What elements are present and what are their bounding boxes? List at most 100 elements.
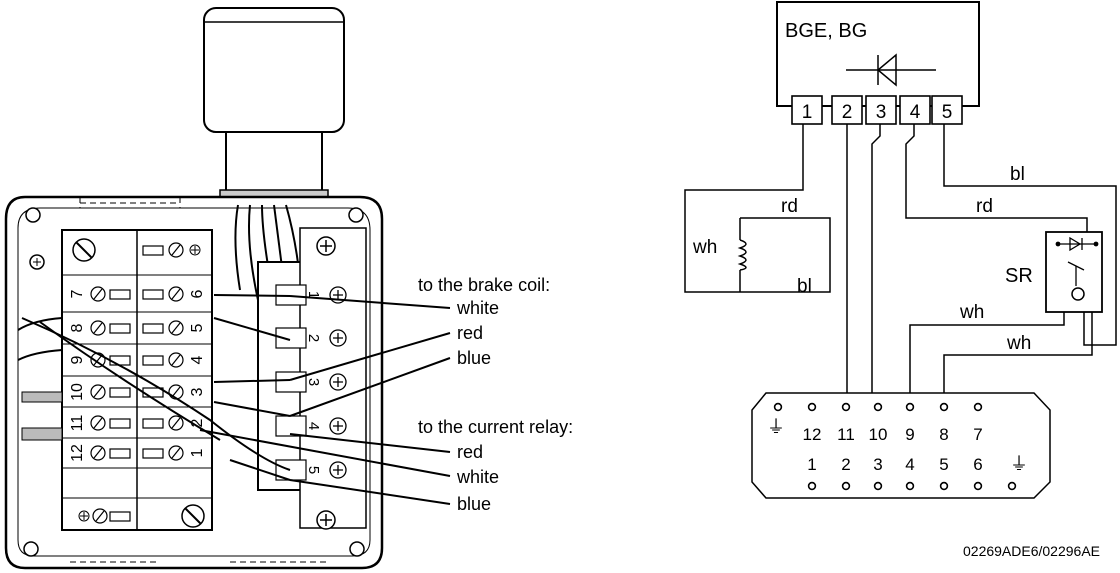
rectifier-terminal-label: 5 bbox=[942, 102, 953, 123]
relay-label: SR bbox=[1005, 265, 1033, 287]
schematic-wire-labels: bl rd rd wh bl wh wh bbox=[692, 164, 1031, 354]
ground-terminal-bottom bbox=[78, 508, 131, 524]
wire-label-rd-left: rd bbox=[781, 196, 798, 217]
plug-contact bbox=[973, 481, 983, 491]
rectifier-terminal-label: 2 bbox=[842, 102, 853, 123]
clamp-screw-slot bbox=[93, 354, 103, 366]
plug-contact bbox=[807, 402, 817, 412]
relay-white-label: white bbox=[456, 467, 499, 487]
plug-contact-label: 6 bbox=[973, 455, 982, 474]
plug-contact bbox=[939, 402, 949, 412]
plug-contact-ground bbox=[1007, 481, 1017, 491]
clamp-screw-slot bbox=[93, 288, 103, 300]
wire-label-bl-coil: bl bbox=[797, 276, 812, 297]
terminal-right-label: 2 bbox=[189, 418, 206, 427]
brake-coil-heading: to the brake coil: bbox=[418, 275, 550, 295]
ground-symbol-right: ⏚ bbox=[1010, 454, 1028, 474]
clamp-screw-slot bbox=[171, 322, 181, 334]
plug-contact-label: 4 bbox=[905, 455, 914, 474]
rectifier-terminal bbox=[791, 95, 823, 125]
connector-pin-screw-cross bbox=[333, 465, 343, 475]
plug-contact-label: 1 bbox=[807, 455, 816, 474]
clamp-slot bbox=[109, 418, 131, 429]
plug-contact bbox=[905, 402, 915, 412]
clamp-slot bbox=[142, 323, 164, 334]
rectifier-terminal bbox=[899, 95, 931, 125]
plug-contact bbox=[841, 481, 851, 491]
connector-pin-label: 2 bbox=[305, 334, 322, 342]
cable-gland bbox=[203, 7, 345, 203]
clamp-slot bbox=[109, 355, 131, 366]
rectifier-box: BGE, BG bbox=[776, 1, 980, 107]
side-ground-screw bbox=[29, 254, 45, 270]
brake-coil bbox=[737, 239, 747, 271]
plug-contact bbox=[873, 402, 883, 412]
clamp-screw-slot bbox=[171, 447, 181, 459]
rectifier-label: BGE, BG bbox=[785, 20, 867, 42]
plug-contact bbox=[973, 402, 983, 412]
brake-white-label: white bbox=[456, 298, 499, 318]
connector-pin-label: 3 bbox=[305, 378, 322, 386]
clamp-screw-slot bbox=[171, 288, 181, 300]
terminal-left-label: 12 bbox=[69, 444, 86, 462]
wire-label-wh-coil: wh bbox=[692, 237, 717, 258]
connector-pin-slot bbox=[275, 327, 307, 349]
clamp-screw-slot bbox=[93, 386, 103, 398]
current-relay: SR bbox=[1005, 231, 1103, 313]
wire-label-rd-right: rd bbox=[976, 196, 993, 217]
figure-code: 02269ADE6/02296AE bbox=[963, 543, 1100, 559]
left-side-wires bbox=[17, 317, 63, 441]
clamp-slot bbox=[109, 323, 131, 334]
plug-contact-label: 7 bbox=[973, 425, 982, 444]
clamp-slot bbox=[109, 289, 131, 300]
plug-contact-ground bbox=[773, 402, 783, 412]
terminal-left-label: 9 bbox=[69, 355, 86, 364]
plug-contact-label: 12 bbox=[803, 425, 822, 444]
callout-text: to the brake coil: white red blue to the… bbox=[418, 275, 573, 514]
connector-pin-screw-cross bbox=[333, 290, 343, 300]
connector-pin-slot bbox=[275, 371, 307, 393]
schematic-wires bbox=[684, 124, 1117, 400]
rectifier-terminal bbox=[865, 95, 897, 125]
rectifier-terminal bbox=[931, 95, 963, 125]
connector-pin-screw-cross bbox=[333, 333, 343, 343]
connector-pin-slot bbox=[275, 415, 307, 437]
clamp-screw-slot bbox=[93, 447, 103, 459]
wire-label-bl-top: bl bbox=[1010, 164, 1025, 185]
terminal-left-label: 7 bbox=[69, 289, 86, 298]
wire-label-wh-upper: wh bbox=[959, 302, 984, 323]
clamp-screw-slot bbox=[171, 354, 181, 366]
rectifier-terminal-label: 3 bbox=[876, 102, 887, 123]
plug-contact bbox=[841, 402, 851, 412]
terminal-right-label: 6 bbox=[189, 289, 206, 298]
connector-screws bbox=[316, 236, 336, 530]
rectifier-terminal-label: 1 bbox=[802, 102, 813, 123]
wire-label-wh-lower: wh bbox=[1006, 333, 1031, 354]
plug-contact-label: 10 bbox=[869, 425, 888, 444]
terminal-right-label: 1 bbox=[189, 448, 206, 457]
connector-pin-label: 4 bbox=[305, 422, 322, 430]
clamp-screw-slot bbox=[93, 417, 103, 429]
plug-contact bbox=[905, 481, 915, 491]
plug-contact-label: 9 bbox=[905, 425, 914, 444]
plug-contact bbox=[873, 481, 883, 491]
connector-pin-screw-cross bbox=[333, 377, 343, 387]
rectifier-terminal-label: 4 bbox=[910, 102, 921, 123]
relay-blue-label: blue bbox=[457, 494, 491, 514]
relay-red-label: red bbox=[457, 442, 483, 462]
connector-pin-screw-cross bbox=[333, 421, 343, 431]
callout-leaders bbox=[199, 295, 451, 505]
plug-contact bbox=[807, 481, 817, 491]
ground-symbol-left: ⏚ bbox=[767, 417, 785, 437]
plug-contact-label: 8 bbox=[939, 425, 948, 444]
clamp-slot bbox=[142, 289, 164, 300]
clamp-slot bbox=[109, 448, 131, 459]
connector-pin-label: 1 bbox=[305, 291, 322, 299]
terminal-left-label: 10 bbox=[69, 383, 86, 401]
